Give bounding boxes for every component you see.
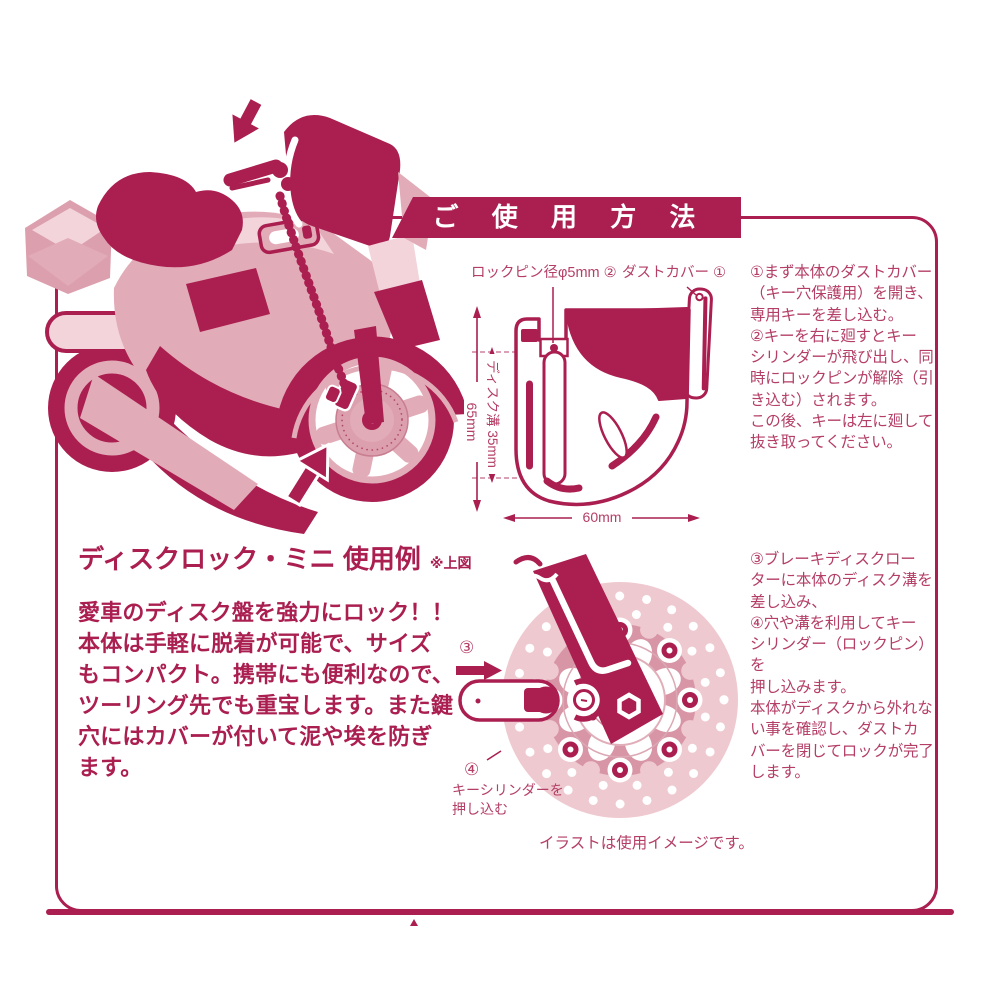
dust-cover [683, 287, 713, 400]
usage-heading-text: ディスクロック・ミニ 使用例 [78, 544, 421, 574]
lock-diagram [472, 286, 713, 522]
arrow-down-icon [232, 99, 262, 143]
bottom-rule [46, 909, 954, 915]
usage-heading: ディスクロック・ミニ 使用例 ※上図 [78, 539, 472, 576]
disc-groove [542, 350, 567, 486]
dimension-65mm: 65mm [464, 382, 480, 462]
illustration-caption: イラストは使用イメージです。 [539, 835, 754, 852]
usage-heading-note: ※上図 [429, 555, 472, 571]
instructions-step-3-4: ③ブレーキディスクロー ターに本体のディスク溝を 差し込み、 ④穴や溝を利用して… [750, 551, 934, 781]
disc-lock-on-wheel [323, 377, 360, 412]
step4-label: キーシリンダーを 押し込む [452, 782, 564, 817]
dimension-groove-35mm: ディスク溝 35mm [484, 354, 504, 474]
step4-marker: ④ [464, 760, 480, 779]
usage-body-text: 愛車のディスク盤を強力にロック！！ 本体は手軽に脱着が可能で、サイズ もコンパク… [78, 600, 455, 780]
fold-mark [410, 919, 418, 926]
lock-pin [550, 344, 558, 352]
step3-marker: ③ [459, 638, 475, 657]
label-dust-cover: ダストカバー ① [622, 265, 727, 281]
label-lock-pin: ロックピン径φ5mm ② [471, 265, 617, 281]
disc-rotor-illustration [456, 554, 738, 818]
dimension-60mm: 60mm [572, 509, 632, 525]
section-title-bar: ご 使 用 方 法 [392, 197, 741, 238]
instructions-step-1-2: ①まず本体のダストカバー （キー穴保護用）を開き、 専用キーを差し込む。 ②キー… [750, 264, 934, 452]
arrow-right-icon [456, 661, 502, 680]
arrow-up-right-icon [284, 442, 330, 508]
key-cylinder [458, 679, 560, 722]
motorcycle-illustration [25, 99, 468, 534]
